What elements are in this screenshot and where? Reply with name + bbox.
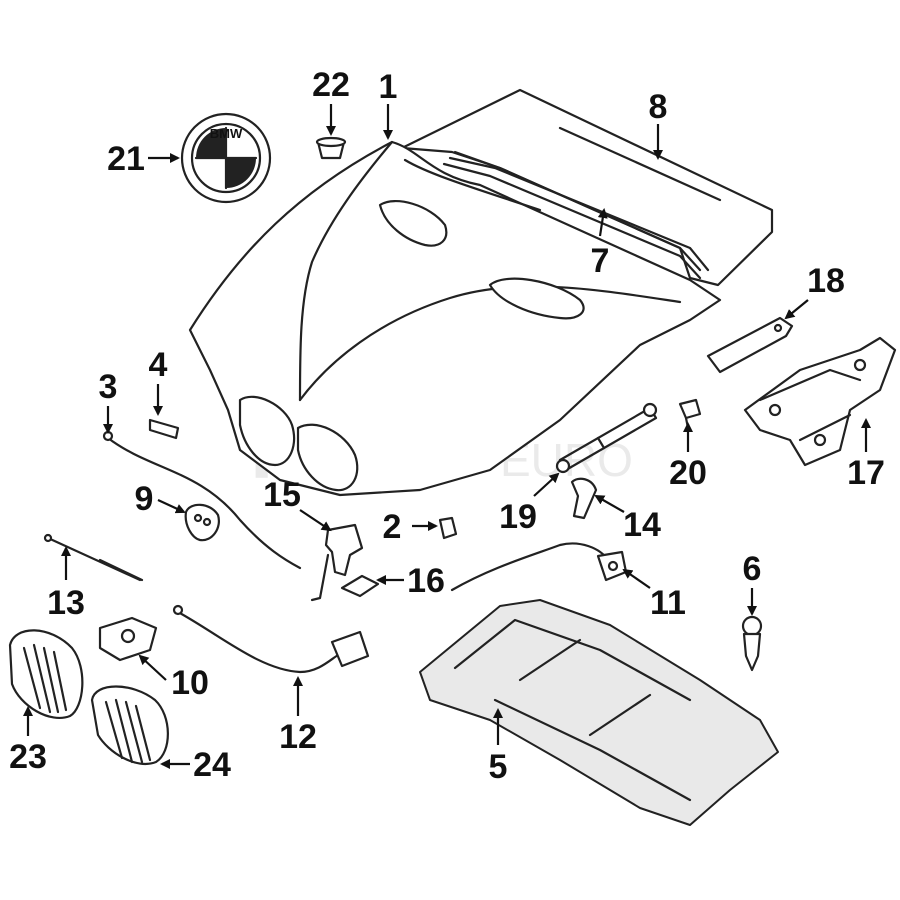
- callout-24: 24: [193, 746, 231, 784]
- part-hood-latch: [310, 523, 364, 602]
- callout-6: 6: [743, 550, 762, 588]
- callout-1: 1: [379, 68, 398, 106]
- callout-5: 5: [489, 748, 508, 786]
- leader-15: [299, 509, 332, 532]
- leader-7: [597, 208, 608, 237]
- callout-7: 7: [591, 242, 610, 280]
- part-release-handle: [184, 503, 220, 542]
- emblem-text: BMW: [210, 126, 243, 141]
- part-gas-strut: [555, 402, 658, 474]
- callout-10: 10: [171, 664, 209, 702]
- callout-23: 23: [9, 738, 47, 776]
- leader-10: [138, 654, 167, 681]
- leader-19: [533, 472, 560, 497]
- callout-15: 15: [263, 476, 301, 514]
- callout-14: 14: [623, 506, 661, 544]
- part-seal-strip: [442, 156, 710, 280]
- callout-labels: 1 2 3 4 5 6 7 8 9 10 11 12 13 14 15 16 1…: [9, 66, 885, 786]
- callout-16: 16: [407, 562, 445, 600]
- leader-11: [622, 568, 651, 589]
- callout-22: 22: [312, 66, 350, 104]
- callout-19: 19: [499, 498, 537, 536]
- leader-lines: [23, 104, 871, 769]
- part-latch-bracket: [340, 574, 380, 598]
- part-lock-module: [98, 616, 158, 662]
- part-rubber-buffer: [438, 516, 458, 540]
- part-bolt: [678, 398, 702, 430]
- callout-20: 20: [669, 454, 707, 492]
- callout-11: 11: [650, 584, 686, 622]
- callout-21: 21: [107, 140, 145, 178]
- callout-2: 2: [383, 508, 402, 546]
- part-cable-clip: [148, 418, 180, 440]
- part-bowden-cable: [450, 542, 628, 592]
- part-hood: [188, 140, 722, 497]
- part-grille-right: [90, 685, 169, 765]
- callout-17: 17: [847, 454, 885, 492]
- callout-4: 4: [149, 346, 168, 384]
- part-grille-left: [8, 629, 84, 719]
- callout-13: 13: [47, 584, 85, 622]
- part-support-rod: [43, 533, 144, 582]
- callout-12: 12: [279, 718, 317, 756]
- callout-8: 8: [649, 88, 668, 126]
- part-hinge-bracket: [706, 316, 794, 374]
- part-lower-cable: [172, 604, 370, 674]
- part-push-clip: [741, 615, 763, 672]
- part-safety-hook: [570, 477, 598, 520]
- leader-9: [157, 499, 186, 514]
- part-engine-shield: [419, 599, 779, 826]
- part-emblem: BMW: [180, 112, 272, 204]
- callout-9: 9: [135, 480, 154, 518]
- leader-14: [594, 495, 625, 513]
- callout-3: 3: [99, 368, 118, 406]
- callout-18: 18: [807, 262, 845, 300]
- part-hood-hinge: [743, 336, 897, 467]
- leader-18: [784, 299, 809, 320]
- part-grommet: [315, 136, 347, 160]
